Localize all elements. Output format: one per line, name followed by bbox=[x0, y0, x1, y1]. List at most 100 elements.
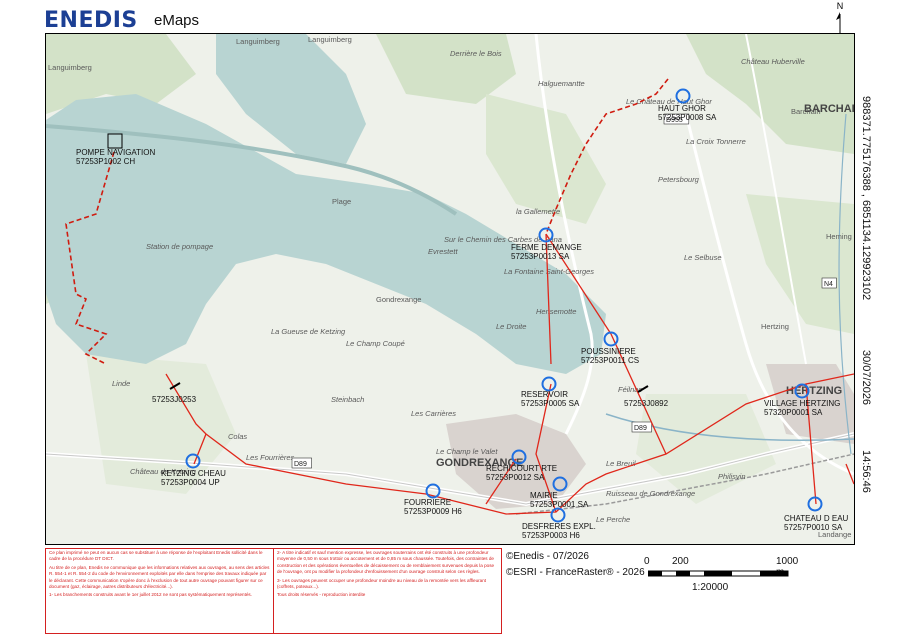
station-circle-icon[interactable] bbox=[538, 227, 554, 243]
station-code: 57253P0011 CS bbox=[581, 356, 639, 365]
station-circle-icon[interactable] bbox=[603, 331, 619, 347]
station-code: 57253P0008 SA bbox=[658, 113, 717, 122]
station-name: POUSSINIERE bbox=[581, 347, 636, 356]
station-name: FERME DEMANGE bbox=[511, 243, 582, 252]
place-label: La Fontaine Saint-Georges bbox=[504, 267, 594, 276]
junction-label: 57253J0253 bbox=[152, 395, 197, 404]
network-line bbox=[193, 433, 207, 465]
road bbox=[46, 433, 854, 505]
place-label: La Gueuse de Ketzing bbox=[271, 327, 346, 336]
station-marker[interactable]: DESFRERES EXPL.57253P0003 H6 bbox=[522, 507, 596, 541]
place-label: Philisvin bbox=[718, 472, 746, 481]
north-label: N bbox=[837, 1, 844, 11]
station-code: 57253P0001 SA bbox=[530, 500, 589, 509]
scale-ratio: 1:20000 bbox=[692, 582, 729, 593]
place-label: Le Champ le Valet bbox=[436, 447, 498, 456]
disclaimer-column: Ce plan imprimé ne peut en aucun cas se … bbox=[46, 549, 273, 633]
side-info: 988371.775176388 , 6851134.129923102 30/… bbox=[856, 96, 876, 496]
junction-mark bbox=[637, 385, 649, 393]
road-label: D89 bbox=[294, 461, 307, 468]
station-name: VILLAGE HERTZING bbox=[764, 399, 840, 408]
place-label: Steinbach bbox=[331, 395, 364, 404]
station-code: 57253P1002 CH bbox=[76, 157, 135, 166]
road-label-box bbox=[663, 113, 690, 125]
place-label: Le Droite bbox=[496, 322, 526, 331]
station-circle-icon[interactable] bbox=[425, 483, 441, 499]
junction-label: 57253J0892 bbox=[624, 399, 669, 408]
place-label: Evrestett bbox=[428, 247, 459, 256]
disclaimer-box: Ce plan imprimé ne peut en aucun cas se … bbox=[45, 548, 502, 634]
place-label: Station de pompage bbox=[146, 242, 213, 251]
disclaimer-paragraph: 2- A titre indicatif et sauf mention exp… bbox=[277, 550, 495, 575]
town-area bbox=[446, 414, 586, 509]
place-label: Les Carrières bbox=[411, 409, 456, 418]
app-title: eMaps bbox=[154, 12, 200, 29]
place-label: Ruisseau de Gondrexange bbox=[606, 489, 695, 498]
place-label: BARCHAIN bbox=[804, 103, 854, 115]
canal bbox=[46, 124, 458, 216]
network-line bbox=[165, 373, 854, 515]
road-label-box bbox=[291, 457, 312, 469]
place-label: Derrière le Bois bbox=[450, 49, 502, 58]
scale-label-0: 0 bbox=[644, 556, 650, 567]
station-circle-icon[interactable] bbox=[541, 376, 557, 392]
station-circle-icon[interactable] bbox=[675, 88, 691, 104]
disclaimer-column: 2- A titre indicatif et sauf mention exp… bbox=[273, 549, 501, 633]
road-label-box bbox=[821, 277, 837, 289]
station-code: 57253P0003 H6 bbox=[522, 531, 580, 540]
copyright-esri: ©ESRI - FranceRaster® - 2026 bbox=[506, 567, 645, 578]
place-label: Plage bbox=[332, 197, 351, 206]
forest-area bbox=[486, 94, 606, 224]
station-circle-icon[interactable] bbox=[511, 449, 527, 465]
place-label: Heming bbox=[826, 232, 852, 241]
network-line bbox=[610, 333, 667, 455]
place-label: Barchain bbox=[791, 107, 821, 116]
station-name: RESERVOIR bbox=[521, 390, 568, 399]
place-label: Languimberg bbox=[236, 37, 280, 46]
station-code: 57253P0005 SA bbox=[521, 399, 580, 408]
station-code: 57253P0012 SA bbox=[486, 473, 545, 482]
disclaimer-paragraph: 3- Les ouvrages peuvent occuper une prof… bbox=[277, 577, 487, 590]
road-label-box bbox=[631, 421, 652, 433]
place-label: Languimberg bbox=[48, 63, 92, 72]
scale-bar-graphic bbox=[648, 570, 789, 577]
place-label: Le Champ Coupé bbox=[346, 339, 405, 348]
disclaimer-paragraph: Au titre de ce plan, Enedis ne communiqu… bbox=[49, 564, 270, 590]
station-code: 57257P0010 SA bbox=[784, 523, 843, 532]
network-line bbox=[845, 463, 854, 485]
road bbox=[684, 113, 854, 476]
station-circle-icon[interactable] bbox=[807, 496, 823, 512]
station-circle-icon[interactable] bbox=[552, 476, 568, 492]
railway bbox=[515, 453, 854, 515]
north-arrow-icon: N bbox=[836, 1, 844, 36]
place-label: Le Château de Haut Ghor bbox=[626, 97, 712, 106]
station-circle-icon[interactable] bbox=[794, 383, 810, 399]
scale-bar: 0 200 1000 m 1:20000 bbox=[644, 556, 804, 596]
road bbox=[534, 34, 594, 435]
station-circle-icon[interactable] bbox=[185, 453, 201, 469]
station-circle-icon[interactable] bbox=[550, 507, 566, 523]
stream bbox=[838, 113, 852, 455]
network-line bbox=[805, 383, 817, 505]
place-label: Sur le Chemin des Carbes de Sana bbox=[444, 235, 562, 244]
network-line bbox=[485, 458, 517, 505]
place-label: la Gallemette bbox=[516, 207, 560, 216]
print-date: 30/07/2026 bbox=[860, 350, 872, 406]
place-label: Château Huberville bbox=[741, 57, 805, 66]
road-label: N4 bbox=[824, 281, 833, 288]
network-line bbox=[545, 233, 552, 365]
